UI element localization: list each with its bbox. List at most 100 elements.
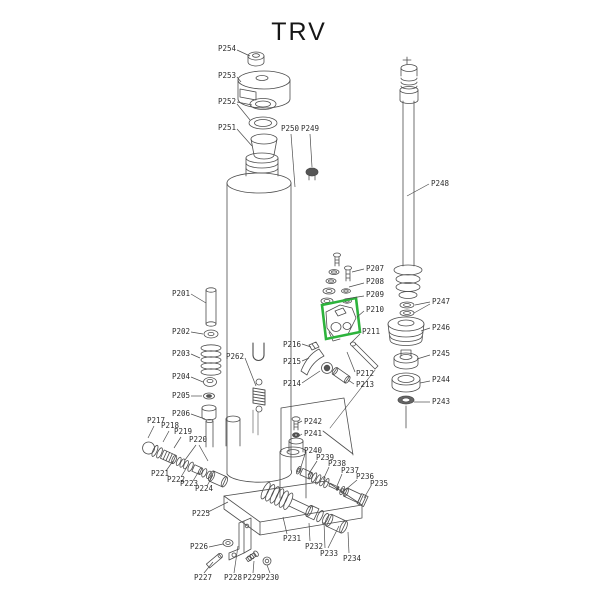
leader-line: [165, 460, 174, 472]
rod-seal-stack: [387, 301, 425, 429]
part-label-p222: P222: [167, 475, 185, 484]
part-label-p245: P245: [432, 349, 450, 358]
part-label-p234: P234: [343, 554, 362, 563]
part-label-p206: P206: [172, 409, 191, 418]
leader-line: [298, 433, 303, 437]
leader-line: [252, 560, 255, 574]
part-label-p214: P214: [283, 379, 302, 388]
part-label-p216: P216: [283, 340, 302, 349]
leader-line: [190, 331, 204, 335]
part-label-p247: P247: [432, 297, 450, 306]
part-label-p242: P242: [304, 417, 322, 426]
leader-line: [351, 268, 365, 273]
part-label-p225: P225: [192, 509, 210, 518]
leader-line: [162, 430, 170, 443]
leader-line: [414, 301, 431, 306]
leader-line: [363, 485, 372, 499]
part-label-p251: P251: [218, 123, 236, 132]
leader-line: [301, 343, 312, 348]
leader-line: [236, 103, 251, 121]
part-label-p239: P239: [316, 453, 334, 462]
leader-line: [336, 473, 343, 487]
leader-line: [301, 357, 310, 362]
part-label-p211: P211: [362, 327, 380, 336]
part-label-p209: P209: [366, 290, 384, 299]
check-valve-train: [142, 441, 228, 488]
part-label-p248: P248: [431, 179, 450, 188]
part-label-p240: P240: [304, 446, 323, 455]
pump-body-base: [223, 397, 363, 536]
top-cap-assembly: [237, 51, 291, 177]
valve-block: [325, 304, 357, 342]
part-label-p233: P233: [320, 549, 338, 558]
part-label-p249: P249: [301, 124, 319, 133]
part-label-p218: P218: [161, 421, 180, 430]
leader-line: [190, 413, 206, 420]
leader-line: [327, 525, 340, 549]
piston-assembly: [260, 482, 348, 534]
part-label-p238: P238: [328, 459, 347, 468]
leader-line: [206, 474, 214, 487]
needle-valve: [329, 341, 379, 429]
highlight-box: [320, 296, 362, 341]
leader-line: [406, 183, 430, 197]
part-label-p228: P228: [224, 573, 243, 582]
left-valve-parts: [200, 287, 222, 448]
leader-line: [347, 379, 355, 385]
part-label-p215: P215: [283, 357, 301, 366]
part-label-p253: P253: [218, 71, 236, 80]
part-label-p262: P262: [226, 352, 244, 361]
return-spring: [252, 342, 266, 436]
part-label-p237: P237: [341, 466, 359, 475]
part-label-p254: P254: [218, 44, 237, 53]
leader-line: [301, 370, 321, 384]
leader-line: [347, 531, 350, 554]
part-label-p207: P207: [366, 264, 384, 273]
leader-line: [346, 351, 356, 373]
overload-valve-train: [295, 466, 369, 507]
part-label-p231: P231: [283, 534, 301, 543]
leader-line: [173, 436, 182, 449]
part-label-p205: P205: [172, 391, 190, 400]
part-label-p252: P252: [218, 97, 236, 106]
part-label-p243: P243: [432, 397, 450, 406]
leader-line: [307, 460, 318, 476]
leader-line: [244, 357, 257, 387]
leader-line: [344, 295, 365, 300]
leader-line: [198, 444, 209, 462]
leader-line: [190, 376, 204, 383]
part-label-p213: P213: [356, 380, 374, 389]
release-handle-parts: [300, 341, 351, 384]
bottom-bracket-parts: [205, 517, 272, 569]
part-label-p246: P246: [432, 323, 451, 332]
leader-line: [236, 101, 253, 106]
part-label-p219: P219: [174, 427, 192, 436]
leader-line: [348, 282, 365, 288]
leader-line: [190, 293, 207, 304]
leader-line: [236, 76, 242, 83]
part-label-p241: P241: [304, 429, 322, 438]
part-label-p212: P212: [356, 369, 374, 378]
leader-line: [323, 521, 326, 549]
leader-line: [297, 420, 303, 424]
part-label-p220: P220: [189, 435, 208, 444]
main-cylinder: [226, 172, 292, 483]
leader-line: [208, 543, 224, 548]
part-label-p201: P201: [172, 289, 190, 298]
leader-line: [236, 128, 253, 147]
pump-rod: [393, 56, 423, 299]
leader-line: [233, 545, 239, 574]
leader-line: [416, 354, 431, 360]
leader-line: [413, 303, 431, 314]
part-label-p226: P226: [190, 542, 209, 551]
part-label-p210: P210: [366, 305, 385, 314]
leader-line: [343, 479, 358, 492]
part-label-p250: P250: [281, 124, 300, 133]
part-label-p232: P232: [305, 542, 323, 551]
leader-line: [180, 466, 188, 478]
leader-line: [147, 425, 155, 439]
part-label-p229: P229: [243, 573, 261, 582]
part-label-p235: P235: [370, 479, 388, 488]
leader-line: [356, 310, 365, 318]
